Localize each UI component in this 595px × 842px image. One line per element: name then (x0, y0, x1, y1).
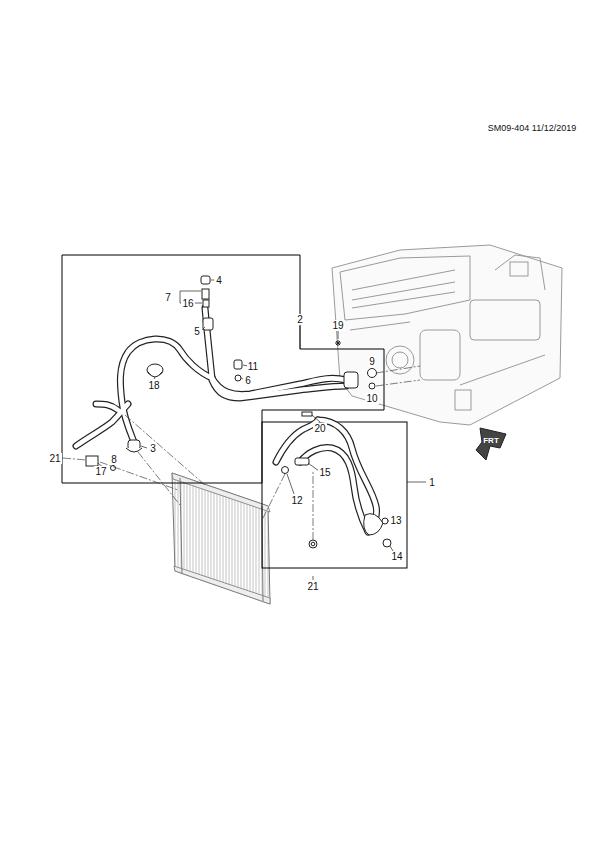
front-arrow (476, 428, 506, 460)
fittings (58, 276, 391, 548)
callout-number: 1 (428, 477, 436, 488)
callout-number: 2 (296, 314, 304, 325)
callout-number: 21 (306, 581, 319, 592)
callout-number: 8 (110, 454, 118, 465)
callout-number: 5 (193, 326, 201, 337)
hose-fill (300, 448, 368, 532)
condenser (172, 473, 270, 604)
callout-number: 19 (331, 320, 344, 331)
callout-number: 20 (313, 423, 326, 434)
hose-fill (318, 420, 377, 528)
hose-fill (276, 420, 318, 462)
callout-number: 11 (247, 361, 259, 372)
hose-fill (120, 339, 212, 442)
hose (76, 404, 128, 446)
callout-number: 17 (94, 466, 107, 477)
callout-number: 9 (368, 356, 376, 367)
hose-fill (96, 404, 118, 410)
hose-fill (212, 380, 346, 398)
callout-number: 6 (244, 375, 252, 386)
callout-number: 21 (48, 453, 61, 464)
leader-lines (98, 280, 426, 580)
callout-number: 14 (390, 551, 403, 562)
callout-number: 15 (318, 467, 331, 478)
drawing-reference: SM09-404 11/12/2019 (487, 123, 577, 134)
hose (96, 404, 118, 410)
callout-number: 16 (181, 298, 194, 309)
callout-number: 4 (215, 275, 223, 286)
hose (318, 420, 377, 528)
callout-number: 7 (164, 292, 172, 303)
callout-number: 10 (365, 393, 378, 404)
hose-fill (76, 404, 128, 446)
alignment-lines (63, 366, 420, 540)
callout-number: 12 (290, 495, 303, 506)
callout-number: 13 (389, 515, 402, 526)
front-indicator: FRT (482, 435, 500, 446)
hvac-module (332, 245, 562, 425)
hose-lines (76, 308, 377, 532)
callout-number: 3 (149, 443, 157, 454)
hose (120, 339, 212, 442)
callout-number: 18 (147, 380, 160, 391)
